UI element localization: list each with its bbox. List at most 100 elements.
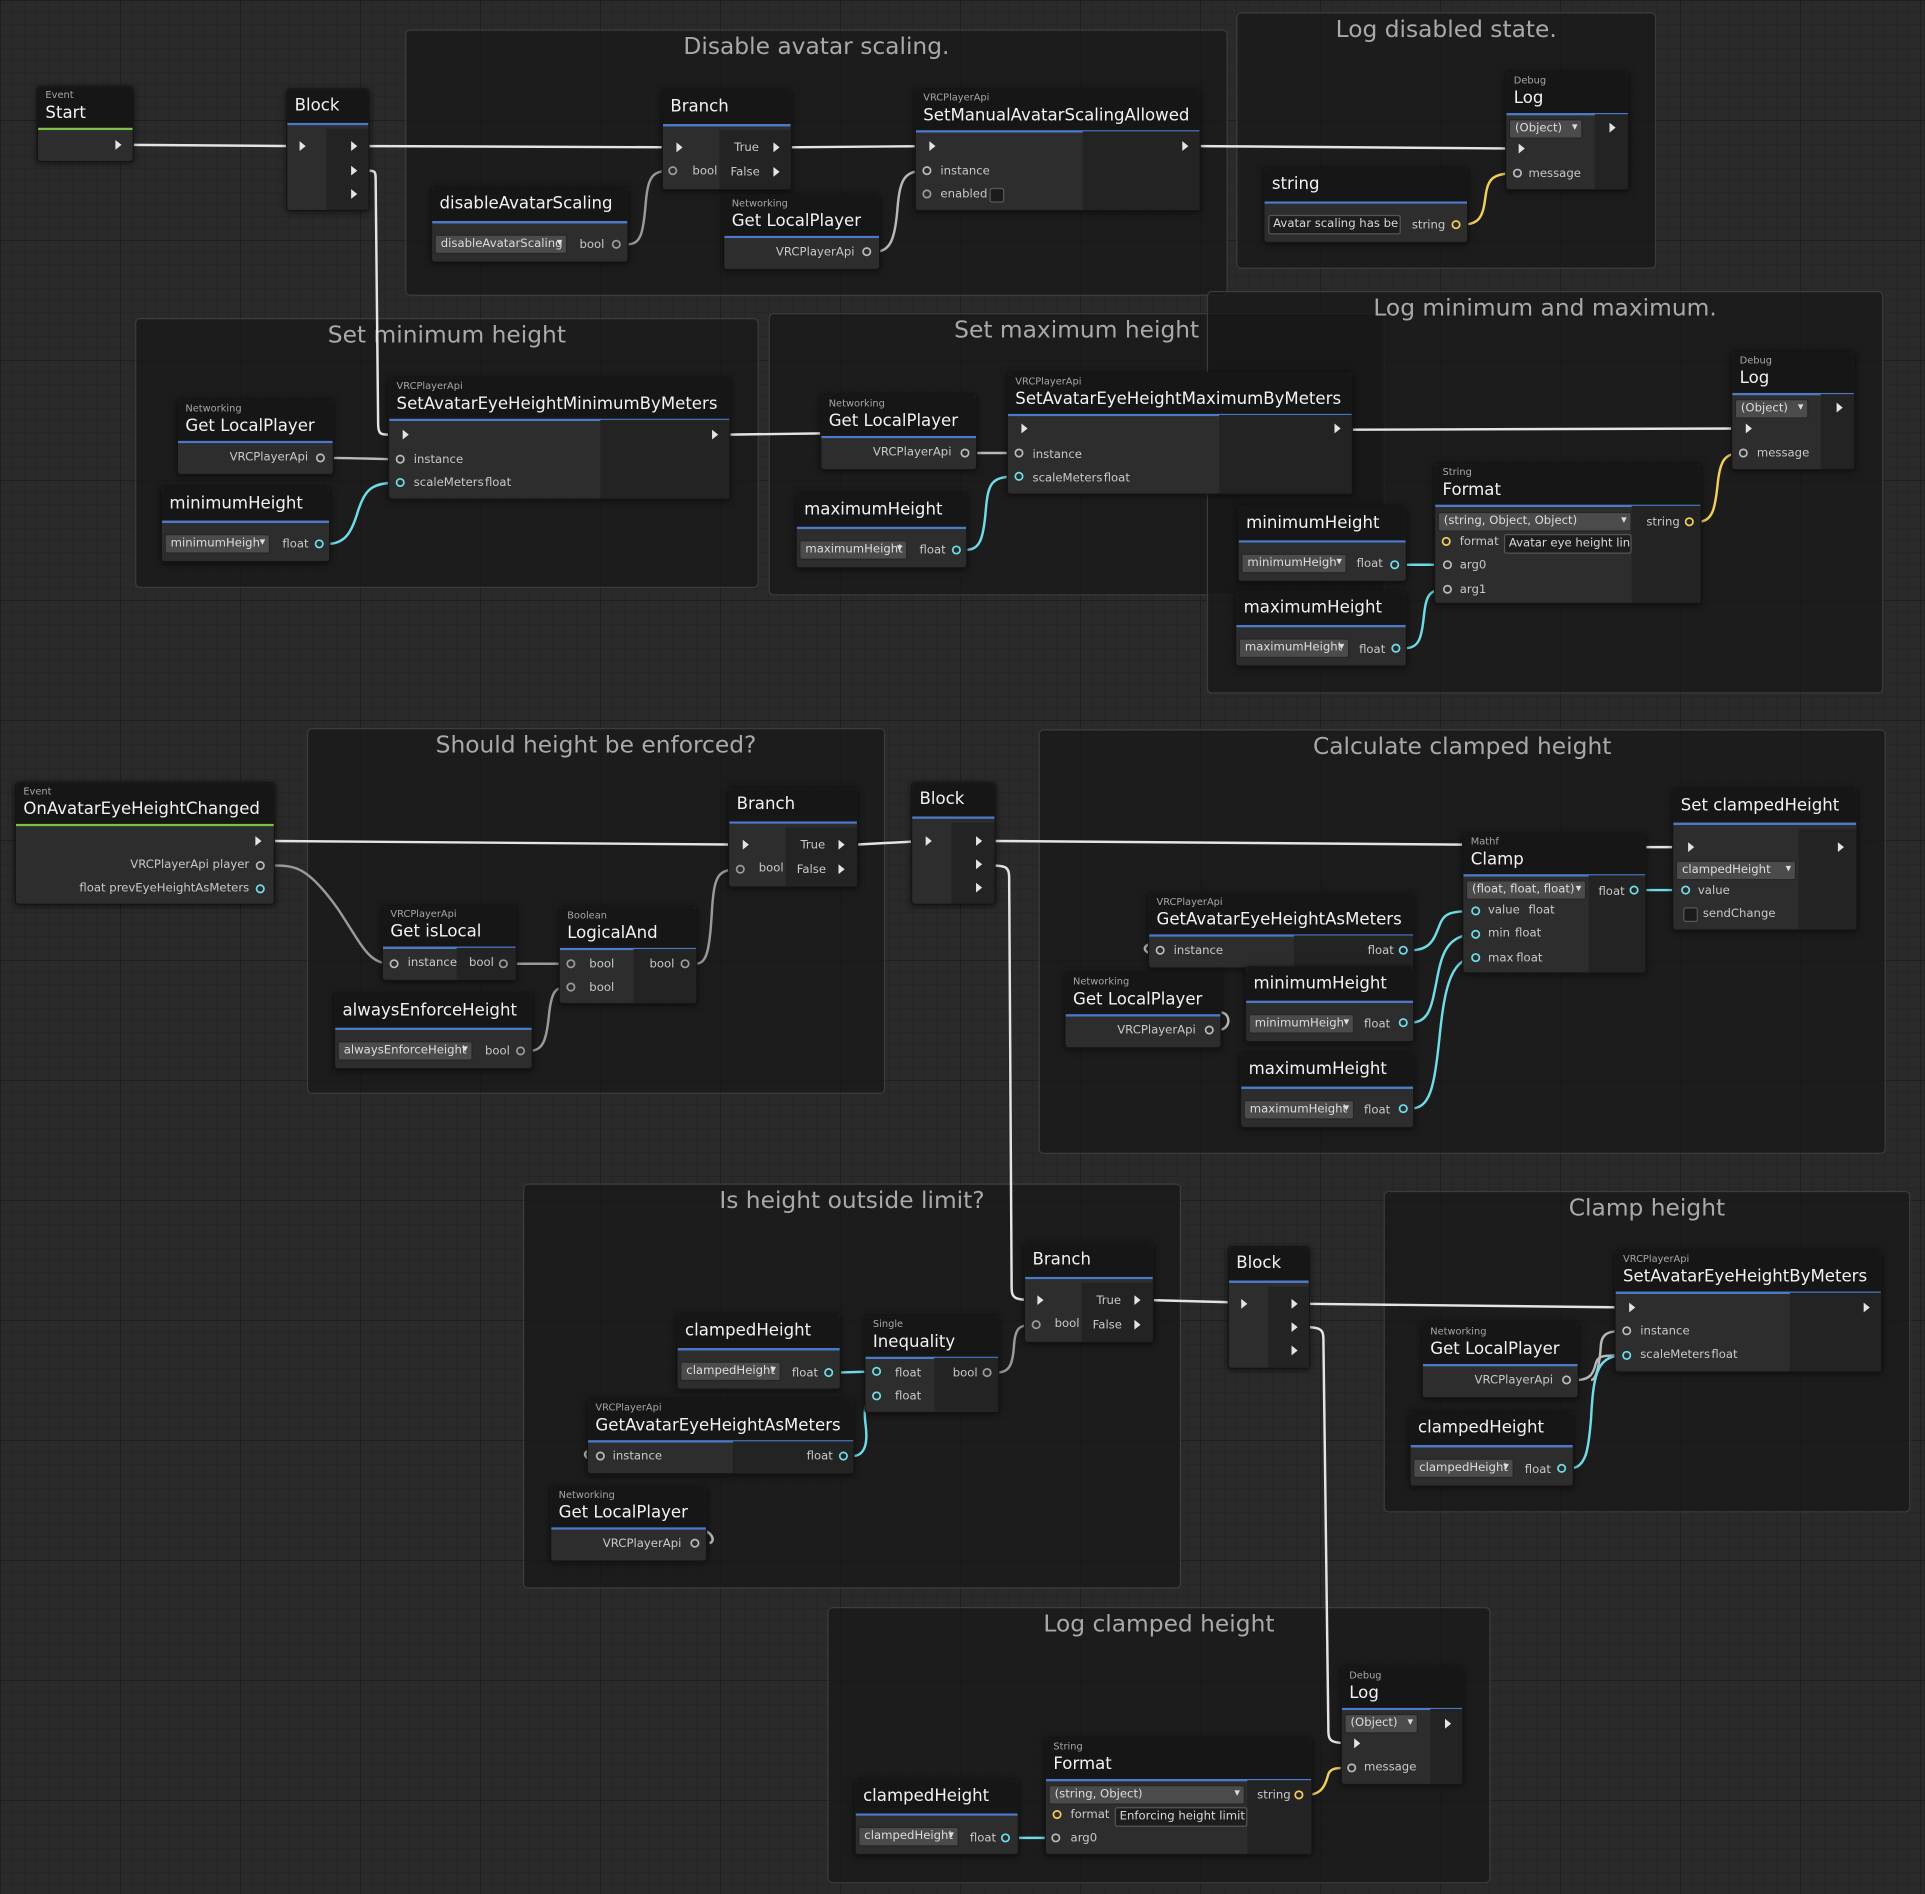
format-overload-dropdown[interactable]: (string, Object, Object)	[1437, 511, 1632, 532]
float-port[interactable]	[824, 1368, 834, 1378]
exec-port[interactable]	[1518, 143, 1525, 154]
string-value-field[interactable]: Avatar scaling has be	[1268, 214, 1401, 235]
exec-port[interactable]	[1334, 423, 1341, 434]
block-node-2[interactable]: Block	[910, 782, 996, 905]
branch-node-3[interactable]: Branch bool True False	[1023, 1242, 1155, 1344]
exec-port[interactable]	[976, 836, 983, 846]
float-port[interactable]	[951, 545, 961, 555]
float-port[interactable]	[1398, 1018, 1408, 1028]
exec-port[interactable]	[1291, 1322, 1298, 1333]
exec-port[interactable]	[1241, 1298, 1248, 1309]
float-port[interactable]	[872, 1391, 882, 1401]
float-port[interactable]	[314, 539, 324, 549]
bool-port[interactable]	[516, 1046, 526, 1056]
exec-port[interactable]	[1354, 1738, 1361, 1749]
variable-dropdown[interactable]: minimumHeigh	[1248, 1014, 1355, 1034]
string-port[interactable]	[1451, 220, 1461, 230]
exec-port[interactable]	[1182, 141, 1189, 152]
object-port[interactable]	[1622, 1326, 1632, 1336]
float-port[interactable]	[395, 477, 405, 488]
variable-always-enforce-height[interactable]: alwaysEnforceHeight alwaysEnforceHeight …	[333, 993, 533, 1070]
float-port[interactable]	[1471, 953, 1481, 963]
float-port[interactable]	[1390, 560, 1400, 570]
float-port[interactable]	[838, 1451, 848, 1461]
bool-port[interactable]	[1031, 1320, 1041, 1330]
object-port[interactable]	[862, 247, 872, 257]
float-port[interactable]	[1391, 643, 1401, 653]
variable-minimum-height-2[interactable]: minimumHeight minimumHeigh float	[1237, 505, 1407, 582]
exec-port[interactable]	[402, 429, 409, 440]
exec-port[interactable]	[1836, 402, 1843, 413]
variable-dropdown[interactable]: clampedHeight	[1675, 860, 1797, 881]
float-port[interactable]	[1622, 1350, 1632, 1360]
exec-port[interactable]	[773, 166, 780, 177]
object-port[interactable]	[315, 453, 325, 463]
variable-minimum-height-1[interactable]: minimumHeight minimumHeigh float	[160, 486, 331, 563]
send-change-checkbox[interactable]	[1683, 907, 1698, 923]
exec-port[interactable]	[1745, 423, 1752, 434]
exec-port[interactable]	[742, 839, 749, 850]
log-overload-dropdown[interactable]: (Object)	[1508, 119, 1583, 139]
object-port[interactable]	[595, 1451, 605, 1461]
string-port[interactable]	[1441, 536, 1451, 546]
exec-port[interactable]	[838, 839, 845, 850]
object-port[interactable]	[1738, 448, 1748, 458]
variable-clamped-height-1[interactable]: clampedHeight clampedHeight float	[676, 1313, 841, 1390]
float-port[interactable]	[1000, 1833, 1011, 1843]
float-port[interactable]	[1471, 906, 1481, 916]
variable-dropdown[interactable]: maximumHeight	[1238, 638, 1350, 659]
object-port[interactable]	[922, 166, 932, 176]
string-port[interactable]	[1294, 1790, 1304, 1800]
exec-port[interactable]	[1863, 1302, 1870, 1313]
variable-dropdown[interactable]: clampedHeight	[858, 1826, 959, 1847]
float-port[interactable]	[1557, 1463, 1567, 1473]
variable-disable-avatar-scaling[interactable]: disableAvatarScaling disableAvatarScalin…	[430, 186, 629, 263]
object-port[interactable]	[690, 1538, 700, 1548]
object-port[interactable]	[255, 860, 265, 871]
object-port[interactable]	[1014, 448, 1024, 458]
string-port[interactable]	[1684, 517, 1694, 527]
float-port[interactable]	[872, 1366, 882, 1376]
exec-port[interactable]	[838, 864, 845, 875]
object-port[interactable]	[1347, 1763, 1357, 1773]
variable-maximum-height-1[interactable]: maximumHeight maximumHeight float	[795, 492, 968, 569]
variable-dropdown[interactable]: maximumHeight	[1243, 1100, 1355, 1120]
variable-minimum-height-3[interactable]: minimumHeight minimumHeigh float	[1244, 966, 1415, 1043]
variable-maximum-height-3[interactable]: maximumHeight maximumHeight float	[1239, 1052, 1415, 1129]
exec-port[interactable]	[976, 882, 983, 893]
variable-dropdown[interactable]: alwaysEnforceHeight	[337, 1041, 473, 1061]
object-port[interactable]	[1442, 560, 1453, 570]
float-port[interactable]	[1398, 1104, 1408, 1114]
object-port[interactable]	[389, 959, 399, 969]
float-port[interactable]	[1014, 471, 1024, 481]
variable-dropdown[interactable]: clampedHeight	[1413, 1458, 1514, 1479]
float-port[interactable]	[255, 884, 265, 894]
float-port[interactable]	[1398, 945, 1408, 955]
variable-dropdown[interactable]: minimumHeigh	[164, 534, 271, 554]
variable-dropdown[interactable]: maximumHeight	[799, 540, 908, 560]
exec-port[interactable]	[1291, 1298, 1298, 1309]
bool-port[interactable]	[566, 982, 576, 992]
exec-port[interactable]	[255, 836, 262, 846]
float-port[interactable]	[1629, 885, 1639, 895]
string-literal-node[interactable]: string Avatar scaling has be string	[1263, 166, 1469, 244]
bool-port[interactable]	[735, 864, 745, 874]
bool-port[interactable]	[680, 959, 690, 969]
object-port[interactable]	[1512, 168, 1522, 178]
object-port[interactable]	[1204, 1025, 1214, 1035]
exec-port[interactable]	[976, 859, 983, 870]
object-port[interactable]	[395, 454, 405, 464]
